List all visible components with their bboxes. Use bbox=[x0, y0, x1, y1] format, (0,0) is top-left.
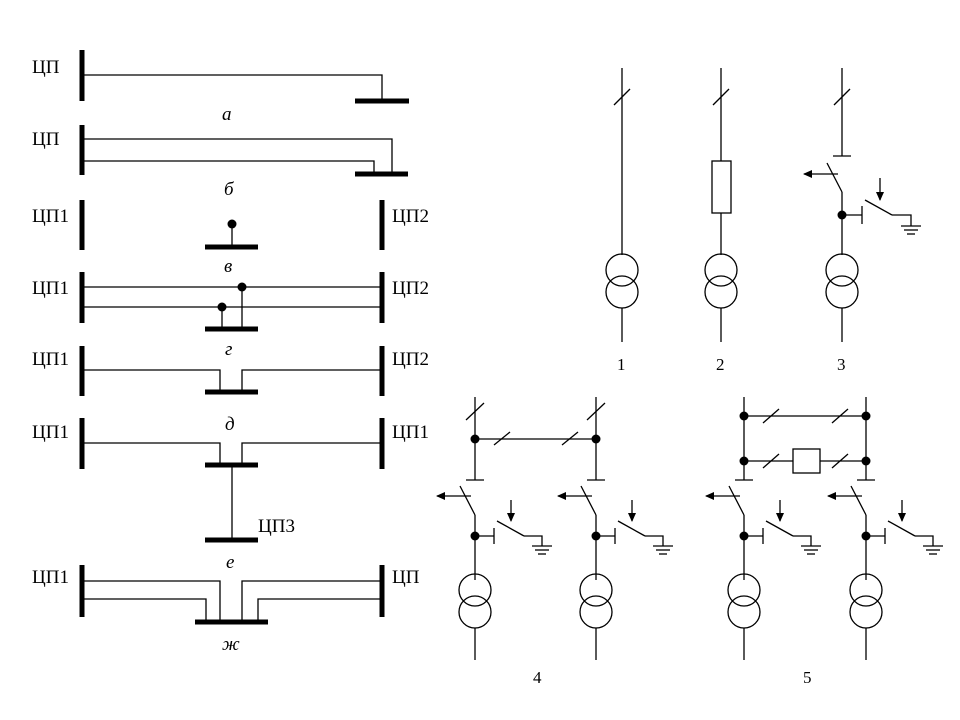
scheme-d: ЦП1 ЦП2 д bbox=[32, 346, 429, 435]
scheme-3: 3 bbox=[803, 68, 922, 374]
earthing-switch-icon bbox=[496, 520, 525, 537]
ground-icon bbox=[900, 221, 922, 235]
transformer-icon bbox=[849, 573, 883, 629]
caption: ж bbox=[222, 634, 240, 655]
scheme-4: 4 bbox=[436, 397, 674, 687]
source-label-left: ЦП1 bbox=[32, 567, 69, 588]
ground-icon bbox=[922, 541, 944, 555]
disconnector-icon bbox=[580, 485, 597, 516]
transformer-icon bbox=[579, 573, 613, 629]
scheme-v: ЦП1 ЦП2 в bbox=[32, 200, 429, 277]
source-label-left: ЦП1 bbox=[32, 422, 69, 443]
ground-icon bbox=[800, 541, 822, 555]
transformer-icon bbox=[605, 253, 639, 309]
scheme-number: 2 bbox=[716, 355, 725, 374]
source-label-right: ЦП2 bbox=[392, 349, 429, 370]
earthing-switch-icon bbox=[887, 520, 916, 537]
scheme-number: 3 bbox=[837, 355, 846, 374]
scheme-number: 4 bbox=[533, 668, 542, 687]
source-label: ЦП bbox=[32, 57, 60, 78]
fuse-icon bbox=[711, 160, 732, 214]
scheme-e: ЦП1 ЦП1 ЦП3 е bbox=[32, 418, 429, 573]
ground-icon bbox=[531, 541, 553, 555]
disconnector-icon bbox=[459, 485, 476, 516]
scheme-g: ЦП1 ЦП2 г bbox=[32, 272, 429, 360]
source-label-right: ЦП1 bbox=[392, 422, 429, 443]
ground-icon bbox=[652, 541, 674, 555]
source-label-left: ЦП1 bbox=[32, 349, 69, 370]
earthing-switch-icon bbox=[765, 520, 794, 537]
caption: г bbox=[225, 339, 232, 360]
source-label-right: ЦП2 bbox=[392, 206, 429, 227]
scheme-a: ЦП а bbox=[32, 50, 409, 125]
source-label-right: ЦП bbox=[392, 567, 420, 588]
branch-label: ЦП3 bbox=[258, 516, 295, 537]
scheme-number: 5 bbox=[803, 668, 812, 687]
caption: а bbox=[222, 104, 232, 125]
source-label-left: ЦП1 bbox=[32, 206, 69, 227]
disconnector-icon bbox=[826, 162, 843, 193]
transformer-icon bbox=[727, 573, 761, 629]
transformer-icon bbox=[825, 253, 859, 309]
scheme-b: ЦП б bbox=[32, 125, 408, 200]
scheme-1: 1 bbox=[605, 68, 639, 374]
caption: д bbox=[225, 414, 235, 435]
caption: в bbox=[224, 256, 232, 277]
transformer-icon bbox=[458, 573, 492, 629]
earthing-switch-icon bbox=[864, 199, 893, 216]
disconnector-icon bbox=[850, 485, 867, 516]
caption: е bbox=[226, 552, 234, 573]
transformer-icon bbox=[704, 253, 738, 309]
disconnector-icon bbox=[728, 485, 745, 516]
source-label-left: ЦП1 bbox=[32, 278, 69, 299]
fuse-icon bbox=[792, 448, 821, 474]
scheme-number: 1 bbox=[617, 355, 626, 374]
scheme-2: 2 bbox=[704, 68, 738, 374]
scheme-5: 5 bbox=[705, 397, 944, 687]
source-label-right: ЦП2 bbox=[392, 278, 429, 299]
earthing-switch-icon bbox=[617, 520, 646, 537]
caption: б bbox=[224, 179, 235, 200]
scheme-zh: ЦП1 ЦП ж bbox=[32, 565, 420, 655]
source-label: ЦП bbox=[32, 129, 60, 150]
